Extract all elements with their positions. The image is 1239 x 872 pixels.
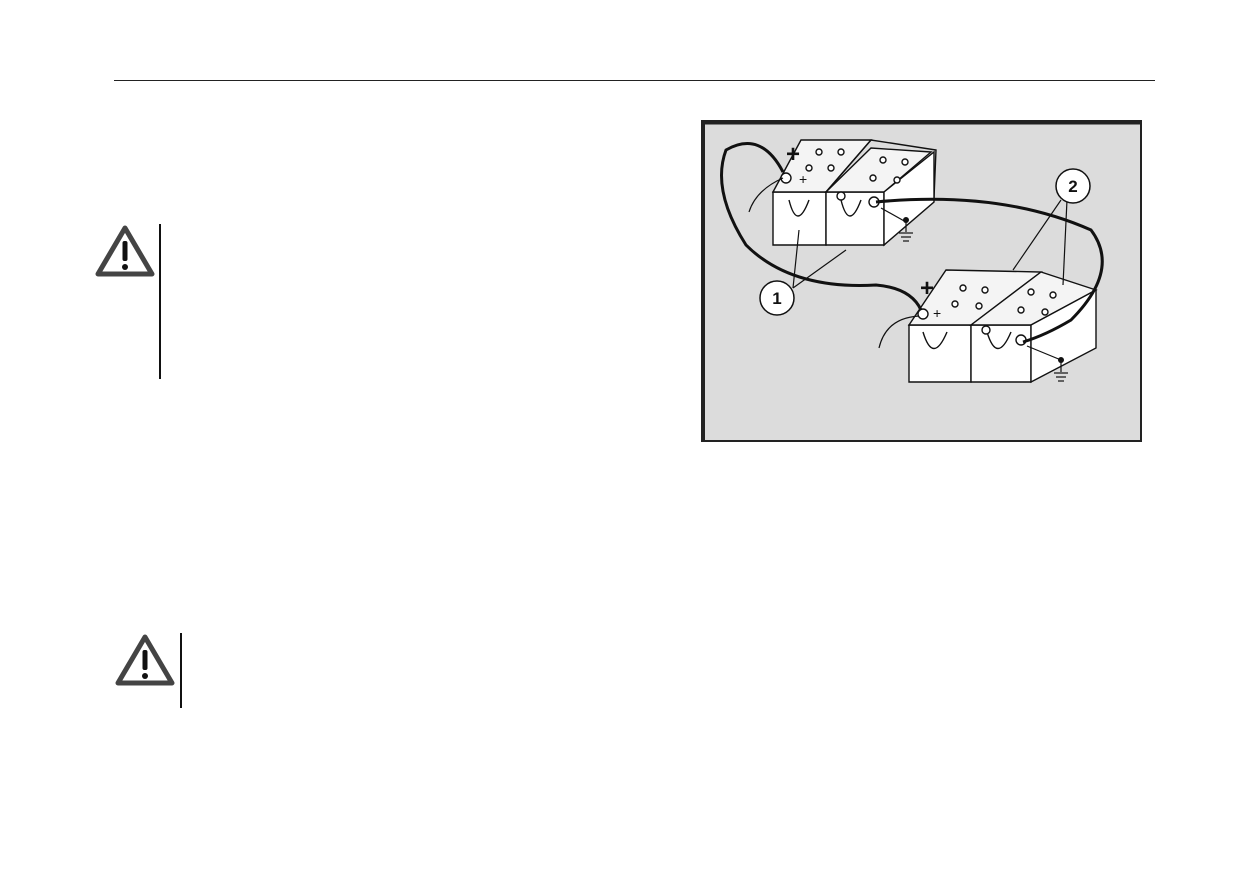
warning-triangle-icon xyxy=(95,225,155,277)
warning-side-rule xyxy=(180,633,182,708)
battery-pair-lower xyxy=(907,269,1098,384)
header-rule xyxy=(114,80,1155,81)
plus-small-lower: + xyxy=(933,305,941,321)
plus-small-upper: + xyxy=(799,171,807,187)
plus-mark-lower: + xyxy=(920,275,934,302)
callout-2: 2 xyxy=(1068,177,1077,196)
warning-triangle-icon xyxy=(115,634,175,686)
warning-side-rule xyxy=(159,224,161,379)
callout-1: 1 xyxy=(772,289,781,308)
jumper-cables xyxy=(720,142,1104,344)
plus-mark-upper: + xyxy=(786,141,800,168)
battery-wiring-figure: + + + + 1 2 xyxy=(701,120,1142,442)
battery-pair-upper xyxy=(771,139,937,247)
